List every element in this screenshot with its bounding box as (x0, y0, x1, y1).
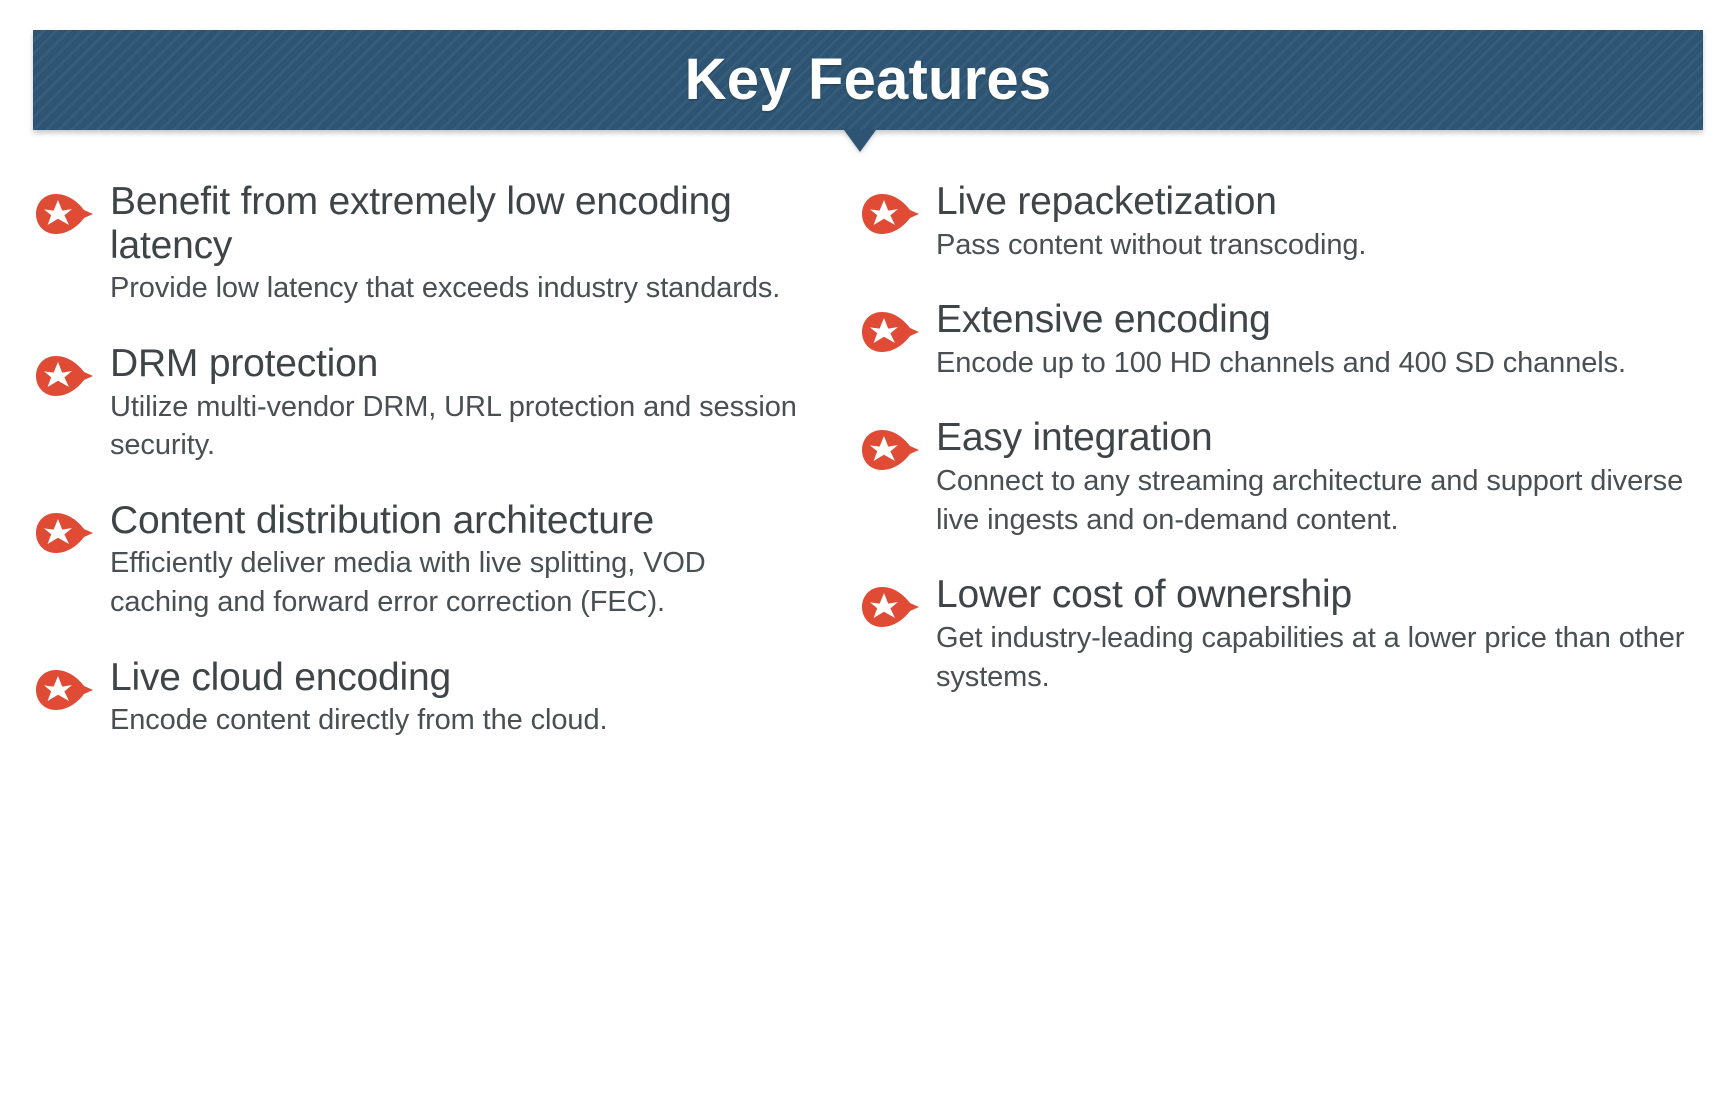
star-pin-icon (34, 511, 96, 555)
star-pin-icon (860, 310, 922, 354)
feature-title: Live repacketization (936, 180, 1277, 223)
header-banner: Key Features (33, 30, 1703, 130)
feature-item: Live cloud encoding Encode content direc… (34, 656, 810, 740)
feature-item: Content distribution architecture Effici… (34, 499, 810, 622)
feature-title: Extensive encoding (936, 298, 1271, 342)
feature-title: DRM protection (110, 341, 379, 385)
feature-title: Lower cost of ownership (936, 573, 1352, 617)
feature-description: Efficiently deliver media with live spli… (110, 547, 706, 618)
feature-body: Lower cost of ownership Get industry-lea… (936, 573, 1689, 696)
feature-description: Connect to any streaming architecture an… (936, 465, 1684, 536)
feature-description: Provide low latency that exceeds industr… (110, 272, 781, 305)
feature-body: Live cloud encoding Encode content direc… (110, 656, 810, 740)
feature-item: Lower cost of ownership Get industry-lea… (860, 573, 1689, 696)
feature-body: Benefit from extremely low encoding late… (110, 180, 810, 308)
feature-item: DRM protection Utilize multi-vendor DRM,… (34, 342, 810, 465)
star-pin-icon (860, 585, 922, 629)
star-pin-icon (860, 192, 922, 236)
feature-body: Extensive encoding Encode up to 100 HD c… (936, 298, 1689, 382)
page-title: Key Features (684, 47, 1052, 112)
star-pin-icon (34, 192, 96, 236)
feature-item: Extensive encoding Encode up to 100 HD c… (860, 298, 1689, 382)
feature-body: Content distribution architecture Effici… (110, 499, 810, 622)
feature-description: Encode up to 100 HD channels and 400 SD … (936, 346, 1626, 379)
feature-body: Easy integration Connect to any streamin… (936, 416, 1689, 539)
feature-title: Live cloud encoding (110, 655, 451, 699)
features-column-right: Live repacketization Pass content withou… (830, 180, 1719, 1115)
banner-pointer-notch (843, 130, 876, 152)
feature-item: Easy integration Connect to any streamin… (860, 416, 1689, 539)
feature-description: Utilize multi-vendor DRM, URL protection… (110, 390, 797, 462)
features-grid: Benefit from extremely low encoding late… (0, 180, 1719, 1115)
feature-item: Benefit from extremely low encoding late… (34, 180, 810, 308)
feature-description: Pass content without transcoding. (936, 228, 1367, 261)
feature-body: Live repacketization Pass content withou… (936, 180, 1689, 264)
feature-body: DRM protection Utilize multi-vendor DRM,… (110, 342, 810, 465)
features-column-left: Benefit from extremely low encoding late… (0, 180, 830, 1115)
star-pin-icon (860, 428, 922, 472)
feature-description: Get industry-leading capabilities at a l… (936, 621, 1685, 693)
star-pin-icon (34, 668, 96, 712)
feature-description: Encode content directly from the cloud. (110, 704, 608, 737)
page-header: Key Features (0, 0, 1719, 160)
feature-title: Easy integration (936, 416, 1213, 460)
feature-title: Benefit from extremely low encoding late… (110, 180, 732, 267)
feature-title: Content distribution architecture (110, 498, 655, 542)
feature-item: Live repacketization Pass content withou… (860, 180, 1689, 264)
star-pin-icon (34, 354, 96, 398)
